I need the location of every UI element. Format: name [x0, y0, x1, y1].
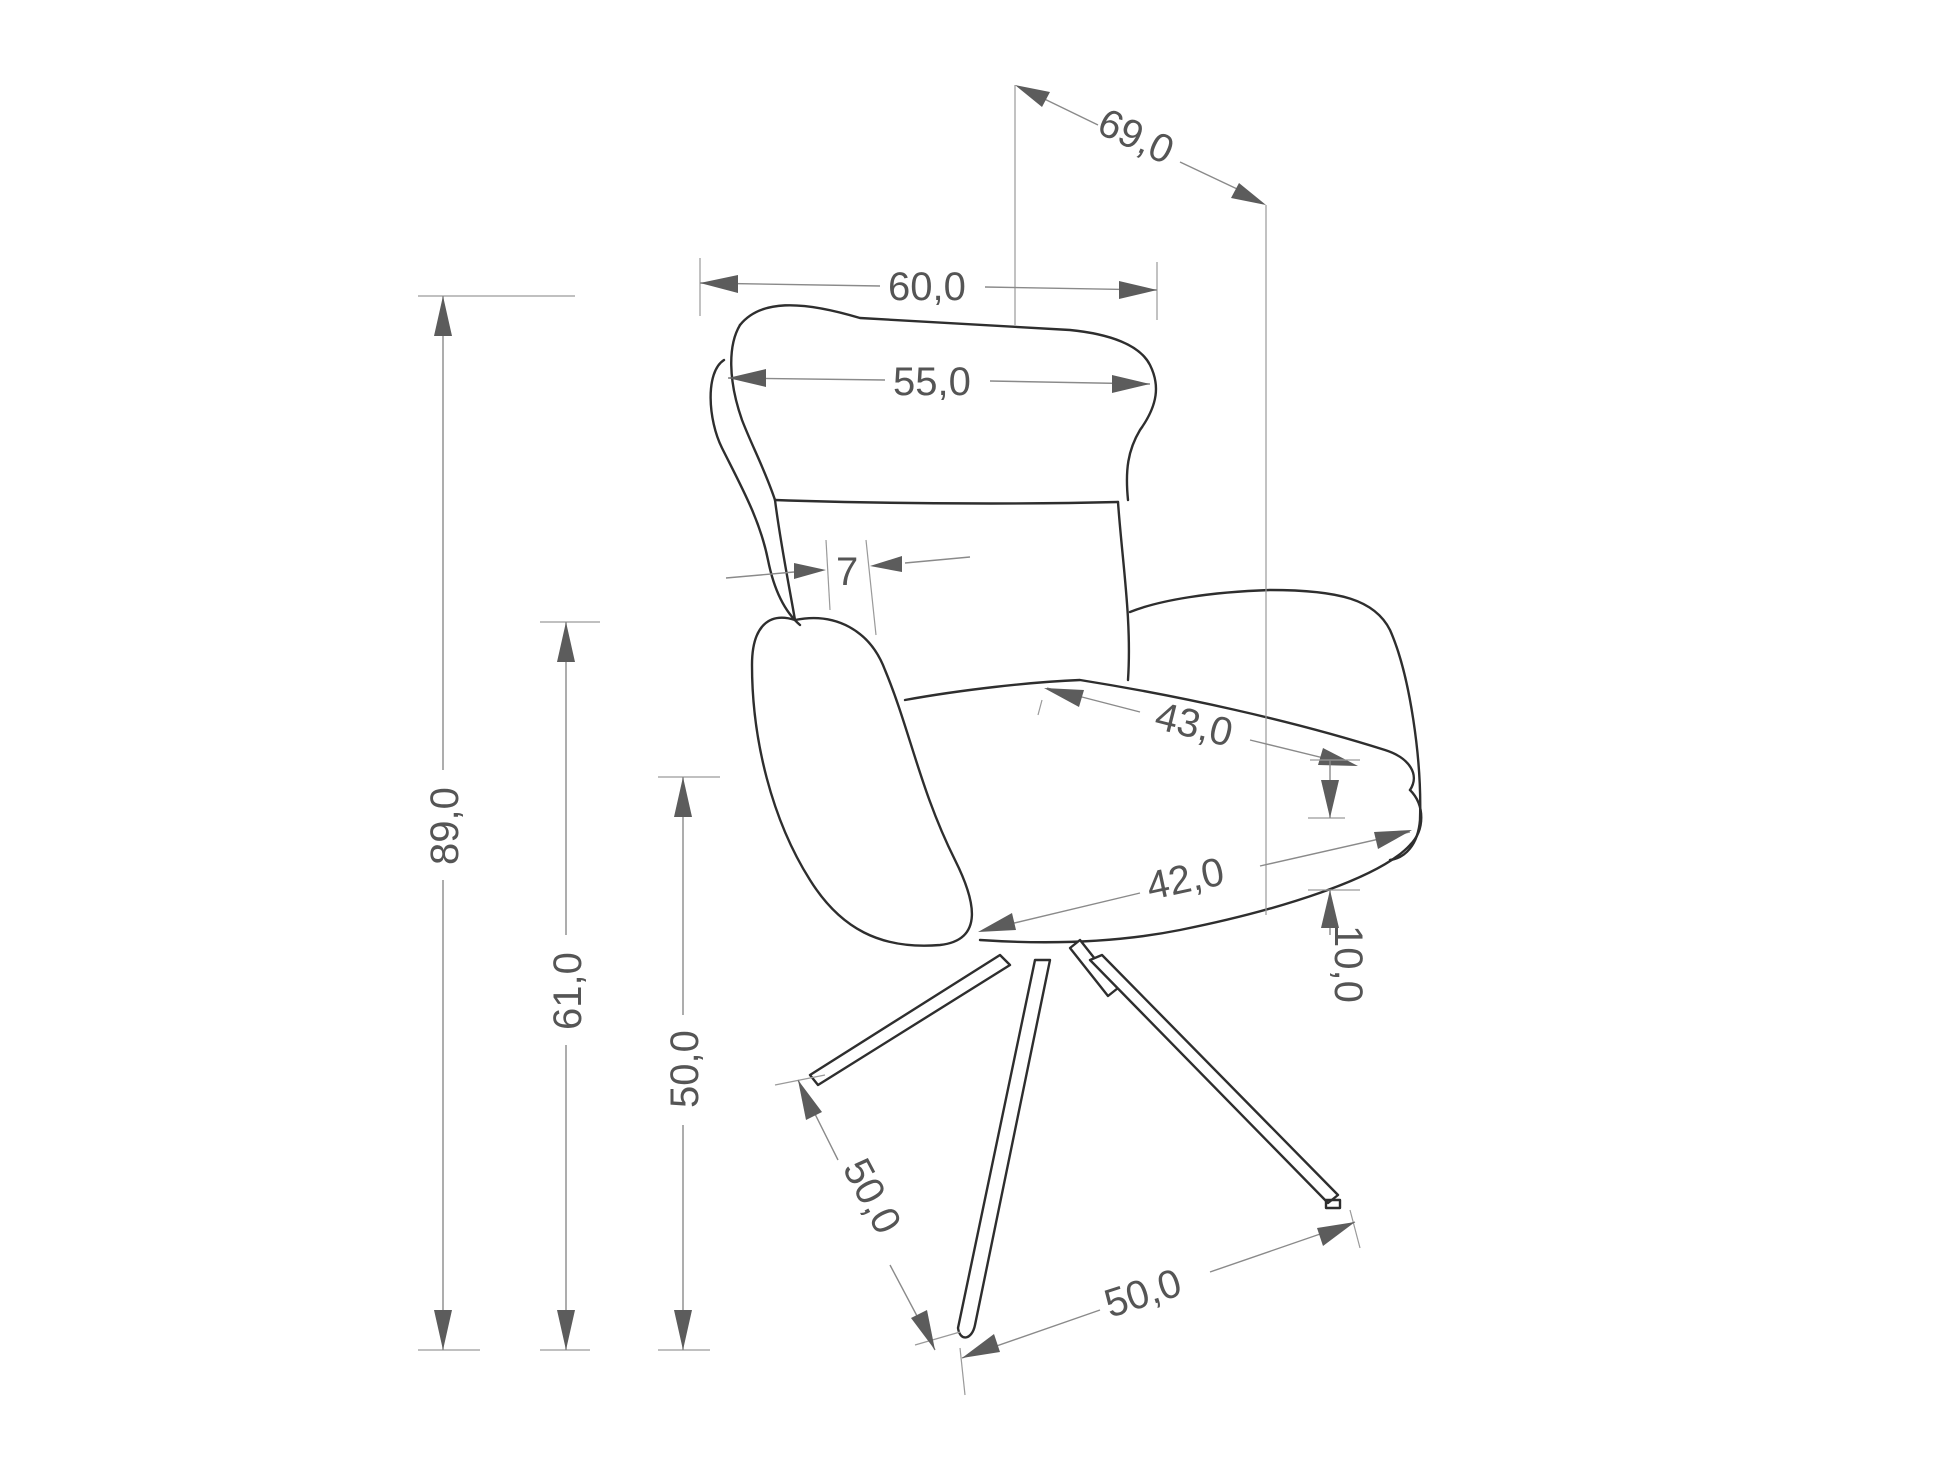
leg-foot — [1324, 1198, 1342, 1210]
leg-right — [1088, 953, 1340, 1205]
headrest — [738, 304, 1158, 502]
leg-front-left — [808, 953, 1012, 1087]
label-base-depth: 50,0 — [834, 1152, 909, 1241]
label-side-thickness: 7 — [836, 550, 858, 594]
label-seat-depth: 43,0 — [1151, 694, 1237, 756]
label-seat-width: 42,0 — [1143, 850, 1228, 909]
headrest-left — [730, 323, 777, 502]
label-backrest-width: 55,0 — [893, 360, 971, 404]
label-overall-width: 60,0 — [888, 265, 966, 309]
chair-outline — [709, 304, 1423, 947]
label-depth-top: 69,0 — [1091, 100, 1180, 173]
label-armrest-height: 61,0 — [546, 952, 590, 1030]
leg-front-center — [956, 958, 1052, 1339]
headrest-seam — [773, 498, 1120, 505]
back-right-side — [1116, 500, 1131, 682]
label-seat-thickness: 10,0 — [1326, 925, 1370, 1003]
label-base-width: 50,0 — [1099, 1261, 1187, 1327]
chair-base — [808, 938, 1342, 1339]
back-frame — [709, 358, 802, 627]
label-overall-height: 89,0 — [423, 787, 467, 865]
left-armrest — [750, 616, 974, 947]
seat-top — [903, 678, 1416, 792]
back-left-side — [773, 498, 797, 622]
dimension-lines — [418, 85, 1412, 1396]
seat-front — [978, 788, 1423, 944]
dimension-labels: 69,0 60,0 55,0 7 89,0 61,0 50,0 43,0 42,… — [423, 100, 1370, 1326]
label-seat-height: 50,0 — [663, 1030, 707, 1108]
